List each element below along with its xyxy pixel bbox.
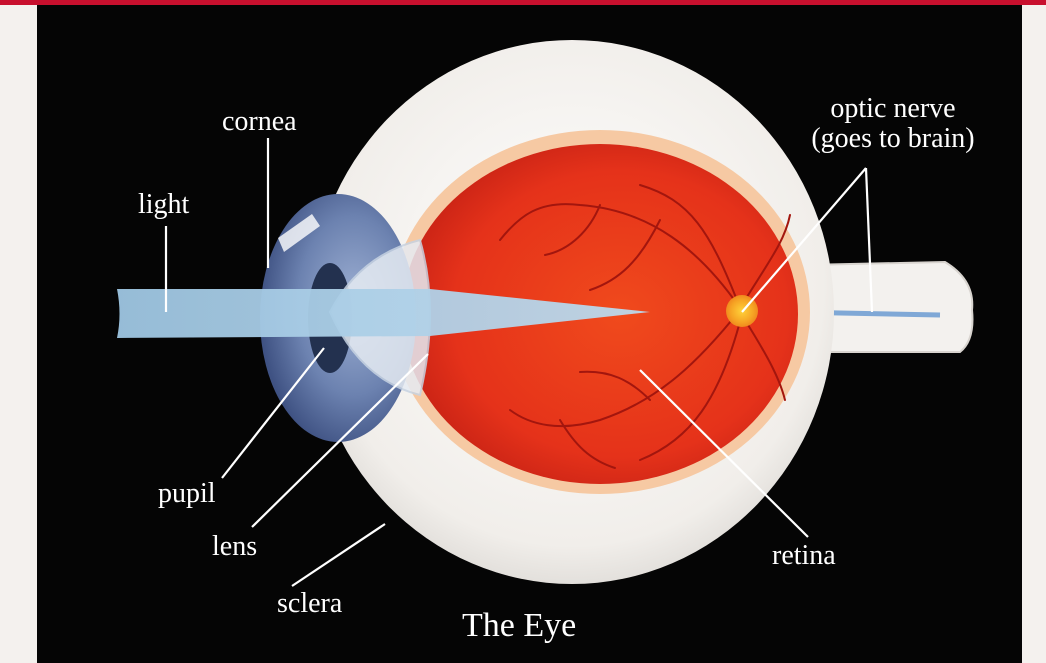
diagram-title: The Eye: [462, 609, 576, 643]
label-sclera: sclera: [277, 590, 342, 618]
label-lens: lens: [212, 533, 257, 561]
label-retina: retina: [772, 542, 836, 570]
label-optic-nerve-line1: optic nerve: [788, 94, 998, 124]
sclera-leader-line: [292, 524, 385, 586]
label-optic-nerve: optic nerve (goes to brain): [788, 94, 998, 154]
label-pupil: pupil: [158, 480, 216, 508]
label-optic-nerve-line2: (goes to brain): [788, 124, 998, 154]
label-light: light: [138, 191, 189, 219]
label-cornea: cornea: [222, 108, 297, 136]
